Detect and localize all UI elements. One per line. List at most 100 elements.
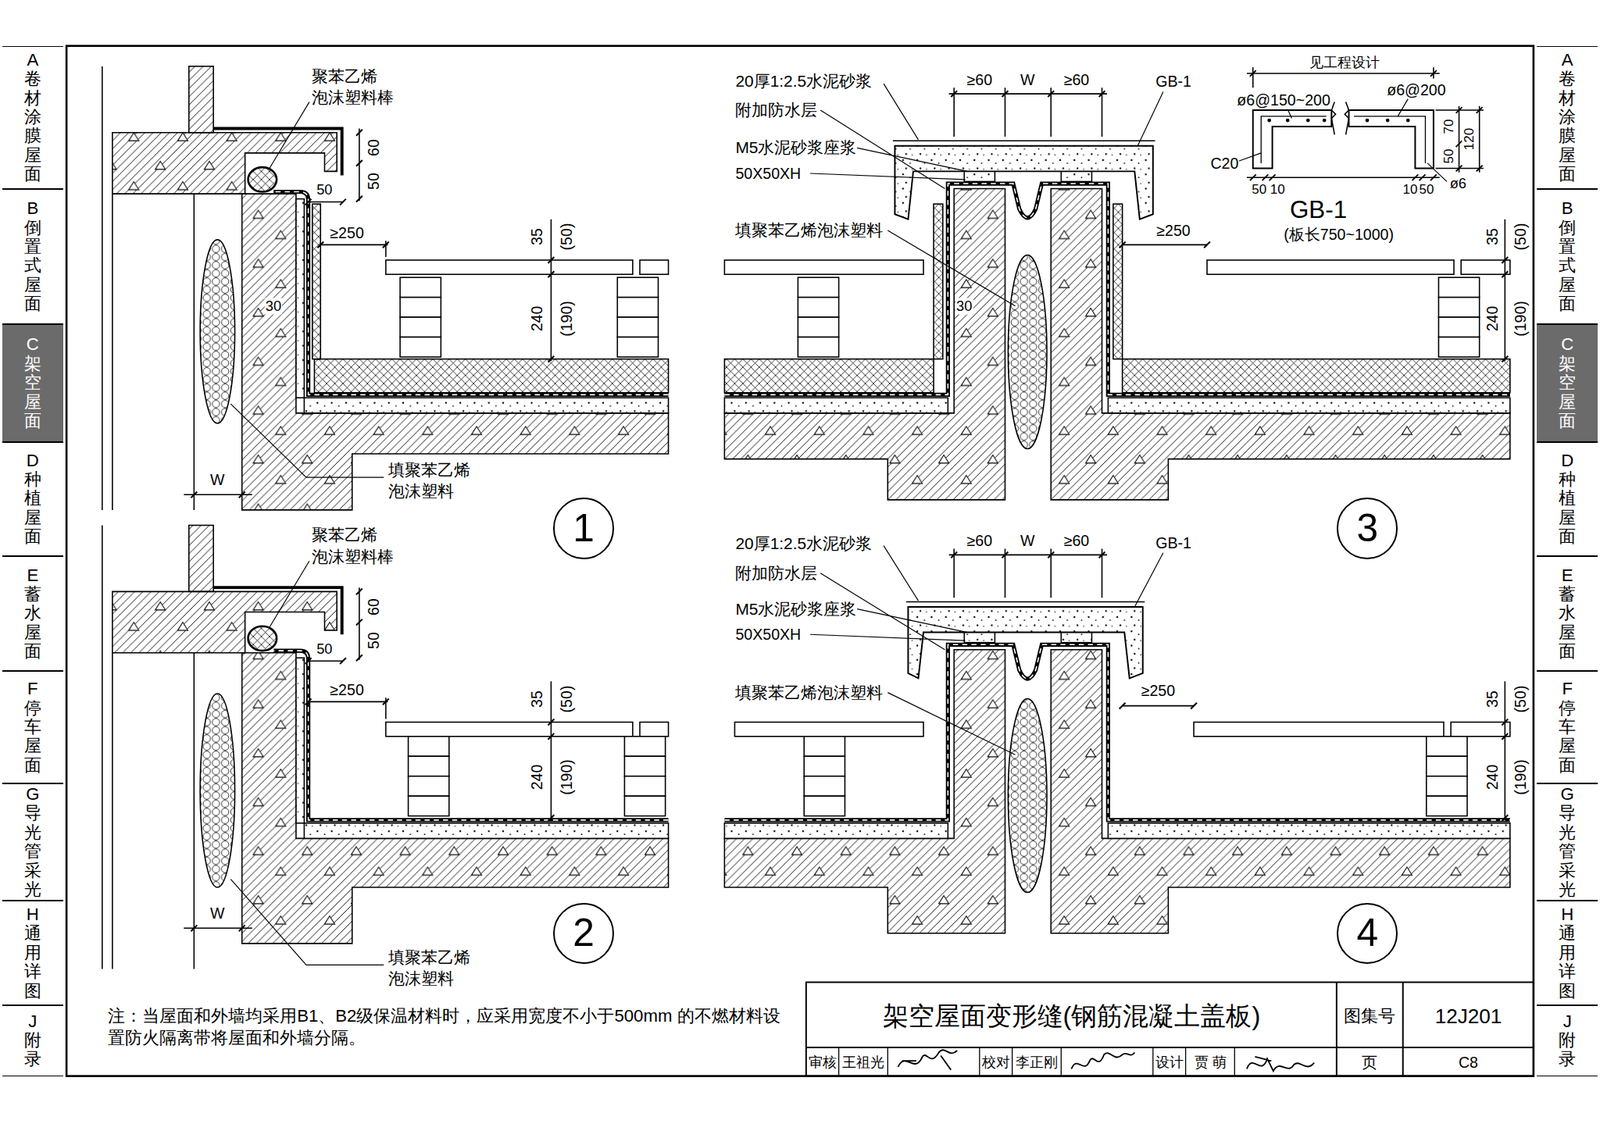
annotation-label: 50 <box>1250 182 1268 198</box>
tab-title: 附录 <box>24 1031 42 1070</box>
annotation-label: ø6@200 <box>1385 81 1447 100</box>
tab-letter: H <box>26 905 40 925</box>
annotation-label: 70 <box>1441 118 1458 136</box>
detail-2-drawing <box>102 525 669 969</box>
tab-letter: A <box>1561 50 1574 70</box>
chapter-tab: C架空屋面 <box>2 324 64 442</box>
tab-title: 倒置式屋面 <box>1558 218 1576 315</box>
chapter-tab: J附录 <box>2 1005 64 1077</box>
tab-title: 蓄水屋面 <box>24 585 42 662</box>
annotation-label: (190) <box>1511 758 1530 797</box>
tab-letter: G <box>25 785 40 804</box>
tab-letter: G <box>1560 785 1575 804</box>
tab-title: 架空屋面 <box>24 354 42 432</box>
detail-number: 2 <box>572 914 595 954</box>
tab-letter: J <box>28 1012 37 1032</box>
annotation-label: 35 <box>528 227 547 247</box>
detail-number-circle: 2 <box>553 903 615 965</box>
annotation-label: (190) <box>557 300 576 338</box>
tab-title: 倒置式屋面 <box>24 218 42 315</box>
annotation-label: 聚苯乙烯 泡沫塑料棒 <box>310 524 407 567</box>
annotation-label: (50) <box>1511 684 1530 714</box>
tab-title: 通用详图 <box>1558 924 1576 1001</box>
chapter-tab: H通用详图 <box>2 900 64 1005</box>
annotation-label: 50 <box>315 640 333 658</box>
annotation-label: 填聚苯乙烯泡沫塑料 <box>734 683 884 703</box>
annotation-label: 聚苯乙烯 泡沫塑料棒 <box>310 65 407 108</box>
detail-3-drawing <box>724 83 1510 500</box>
annotation-label: 附加防水层 <box>734 100 818 120</box>
annotation-label: 填聚苯乙烯 泡沫塑料 <box>387 459 483 502</box>
title-block <box>806 982 1534 1076</box>
tab-letter: F <box>1561 679 1573 699</box>
tab-title: 通用详图 <box>24 924 42 1001</box>
detail-number: 3 <box>1356 509 1379 549</box>
annotation-label: 35 <box>1482 689 1501 709</box>
annotation-label: ≥250 <box>328 681 365 700</box>
annotation-label: 240 <box>528 304 547 333</box>
detail-4-drawing <box>724 546 1510 934</box>
chapter-tab: F停车屋面 <box>2 671 64 784</box>
annotation-label: ø6@150~200 <box>1235 91 1332 110</box>
drawing-title: 架空屋面变形缝(钢筋混凝土盖板) <box>882 1001 1262 1032</box>
annotation-label: 240 <box>1482 304 1501 333</box>
detail-number-circle: 1 <box>553 497 615 559</box>
annotation-label: GB-1 <box>1154 534 1193 553</box>
annotation-label: C20 <box>1209 154 1240 173</box>
annotation-label: 20厚1:2.5水泥砂浆 <box>734 534 873 554</box>
title-block-text: 注：当屋面和外墙均采用B1、B2级保温材料时，应采用宽度不小于500mm 的不燃… <box>107 1005 793 1051</box>
chapter-tab: G导光管采光 <box>1536 783 1598 901</box>
chapter-tab: F停车屋面 <box>1536 671 1598 784</box>
annotation-label: 填聚苯乙烯 泡沫塑料 <box>387 946 483 990</box>
tab-letter: E <box>26 566 39 586</box>
detail-number: 4 <box>1356 914 1379 954</box>
annotation-label: W <box>209 471 225 490</box>
chapter-tab: D种植屋面 <box>2 442 64 557</box>
title-block-text: 校对 <box>981 1053 1011 1071</box>
tab-letter: A <box>26 50 39 70</box>
annotation-label: ≥250 <box>328 224 365 243</box>
annotation-label: (190) <box>1511 300 1530 338</box>
chapter-tab: E蓄水屋面 <box>1536 556 1598 672</box>
tab-title: 停车屋面 <box>1558 699 1576 776</box>
annotation-label: 50X50XH <box>734 625 802 644</box>
tab-letter: F <box>27 679 39 699</box>
annotation-label: 见工程设计 <box>1308 53 1381 71</box>
annotation-label: W <box>1019 532 1036 550</box>
annotation-label: (50) <box>557 222 576 252</box>
annotation-label: 30 <box>955 297 973 315</box>
annotation-label: ≥60 <box>966 532 994 550</box>
annotation-label: 10 <box>1269 182 1286 198</box>
tab-letter: E <box>1561 566 1574 586</box>
title-block-text: 李正刚 <box>1014 1053 1059 1071</box>
tab-title: 种植屋面 <box>1558 470 1576 547</box>
title-block-text: 设计 <box>1154 1053 1185 1071</box>
title-block-text: 页 <box>1360 1053 1379 1072</box>
annotation-label: 附加防水层 <box>734 564 818 583</box>
annotation-label: W <box>209 904 225 923</box>
annotation-label: 50X50XH <box>734 164 802 183</box>
detail-number: 1 <box>572 509 595 549</box>
tab-letter: B <box>1561 199 1574 218</box>
annotation-label: 10 <box>1402 182 1419 198</box>
tab-letter: D <box>1560 451 1574 471</box>
annotation-label: 240 <box>1482 764 1501 792</box>
annotation-label: ≥60 <box>1063 532 1091 550</box>
chapter-tab: B倒置式屋面 <box>1536 189 1598 325</box>
tab-title: 导光管采光 <box>24 803 42 900</box>
annotation-label: (50) <box>557 684 576 714</box>
annotation-label: 50 <box>364 631 383 650</box>
tab-title: 卷材涂膜屋面 <box>1558 69 1576 185</box>
annotation-label: GB-1 <box>1289 196 1348 225</box>
chapter-tab: E蓄水屋面 <box>2 556 64 672</box>
cover-plate-section <box>1238 67 1483 182</box>
annotation-label: GB-1 <box>1154 72 1193 91</box>
tab-letter: C <box>26 335 40 354</box>
tab-letter: D <box>26 451 40 471</box>
annotation-label: 50 <box>1441 147 1458 165</box>
annotation-label: (190) <box>557 758 576 797</box>
detail-number-circle: 3 <box>1336 497 1398 559</box>
annotation-label: 50 <box>364 172 383 192</box>
title-block-text: 王祖光 <box>841 1053 886 1071</box>
title-block-text: 审核 <box>807 1053 838 1071</box>
